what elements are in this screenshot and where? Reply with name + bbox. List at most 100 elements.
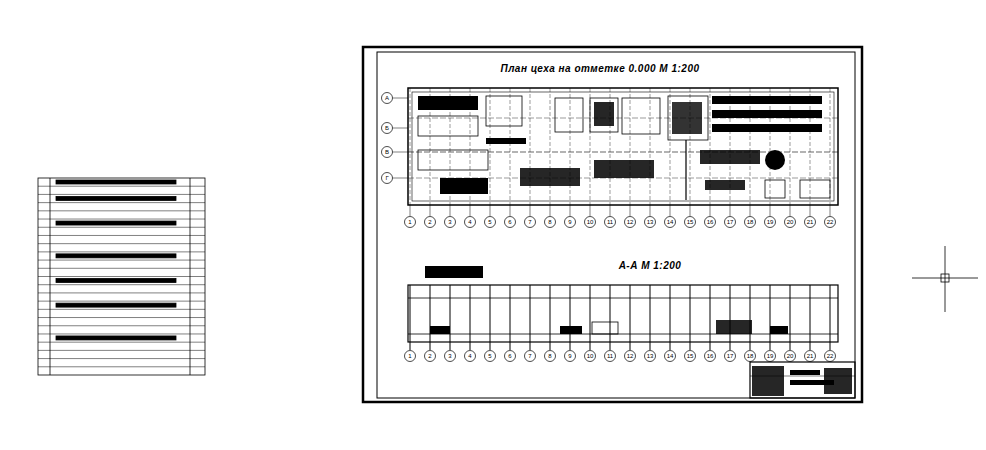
- axis-number: 21: [805, 219, 815, 225]
- column: [410, 285, 411, 350]
- axis-leader: [650, 205, 651, 216]
- axis-bubble: [425, 217, 436, 228]
- axis-bubble: [825, 217, 836, 228]
- column: [750, 285, 751, 350]
- table-row-line: [38, 325, 205, 326]
- axis-leader: [630, 205, 631, 216]
- axis-bubble: [485, 351, 496, 362]
- grid-axis: [530, 88, 531, 205]
- grid-axis: [770, 88, 771, 205]
- axis-bubble: [425, 351, 436, 362]
- axis-bubble: [382, 123, 393, 134]
- column: [770, 285, 771, 350]
- axis-bubble: [485, 217, 496, 228]
- table-row-line: [38, 268, 205, 269]
- axis-leader: [393, 178, 409, 179]
- title-block: [750, 362, 855, 398]
- axis-number: 6: [505, 219, 515, 225]
- drawing-title: План цеха на отметке 0.000 М 1:200: [500, 64, 699, 74]
- axis-number: 15: [685, 219, 695, 225]
- axis-number: 19: [765, 219, 775, 225]
- axis-number: 4: [465, 353, 475, 359]
- table-row-line: [38, 317, 205, 318]
- table-row-line: [38, 276, 205, 277]
- grid-axis: [670, 88, 671, 205]
- grid-axis: [410, 88, 411, 205]
- axis-bubble: [565, 217, 576, 228]
- axis-number: 14: [665, 353, 675, 359]
- table-row-line: [38, 260, 205, 261]
- axis-bubble: [805, 217, 816, 228]
- axis-bubble: [465, 351, 476, 362]
- axis-bubble: [405, 217, 416, 228]
- axis-bubble: [665, 217, 676, 228]
- column: [690, 285, 691, 350]
- inner-frame: [377, 52, 855, 398]
- axis-number: 20: [785, 219, 795, 225]
- axis-number: 3: [445, 219, 455, 225]
- axis-bubble: [725, 217, 736, 228]
- column: [510, 285, 511, 350]
- axis-number: 12: [625, 219, 635, 225]
- axis-leader: [510, 205, 511, 216]
- axis-number: 22: [825, 353, 835, 359]
- axis-bubble: [545, 217, 556, 228]
- axis-number: 2: [425, 353, 435, 359]
- table-entry: [56, 303, 176, 307]
- axis-bubble: [382, 93, 393, 104]
- table-row-line: [38, 358, 205, 359]
- grid-axis: [590, 88, 591, 205]
- axis-number: 8: [545, 219, 555, 225]
- axis-leader: [610, 205, 611, 216]
- axis-number: 1: [405, 353, 415, 359]
- axis-number: 7: [525, 353, 535, 359]
- column: [490, 285, 491, 350]
- axis-bubble: [785, 351, 796, 362]
- axis-bubble: [405, 351, 416, 362]
- column: [710, 285, 711, 350]
- axis-number: 21: [805, 353, 815, 359]
- column: [530, 285, 531, 350]
- axis-number: 20: [785, 353, 795, 359]
- column: [570, 285, 571, 350]
- table-row-line: [38, 350, 205, 351]
- grid-axis: [810, 88, 811, 205]
- axis-bubble: [665, 351, 676, 362]
- axis-leader: [570, 205, 571, 216]
- grid-axis: [510, 88, 511, 205]
- column: [610, 285, 611, 350]
- axis-bubble: [585, 217, 596, 228]
- axis-letter: Б: [382, 125, 392, 131]
- table-row-line: [38, 301, 205, 302]
- axis-leader: [750, 205, 751, 216]
- grid-axis: [470, 88, 471, 205]
- plan-view: [382, 88, 839, 228]
- axis-leader: [450, 205, 451, 216]
- grid-axis: [830, 88, 831, 205]
- table-entry: [56, 336, 176, 340]
- axis-bubble: [625, 217, 636, 228]
- table-row-line: [38, 219, 205, 220]
- column: [790, 285, 791, 350]
- axis-leader: [430, 205, 431, 216]
- table-row-line: [38, 243, 205, 244]
- axis-number: 7: [525, 219, 535, 225]
- axis-number: 12: [625, 353, 635, 359]
- axis-bubble: [645, 217, 656, 228]
- spec-table: [38, 178, 205, 375]
- grid-axis: [570, 88, 571, 205]
- axis-bubble: [745, 351, 756, 362]
- axis-bubble: [685, 351, 696, 362]
- axis-number: 17: [725, 219, 735, 225]
- column: [450, 285, 451, 350]
- table-row-line: [38, 227, 205, 228]
- column: [430, 285, 431, 350]
- axis-number: 22: [825, 219, 835, 225]
- table-entry: [56, 196, 176, 200]
- axis-number: 5: [485, 219, 495, 225]
- column: [830, 285, 831, 350]
- axis-bubble: [725, 351, 736, 362]
- section-title: А-А М 1:200: [619, 261, 682, 271]
- table-row-line: [38, 333, 205, 334]
- axis-leader: [690, 205, 691, 216]
